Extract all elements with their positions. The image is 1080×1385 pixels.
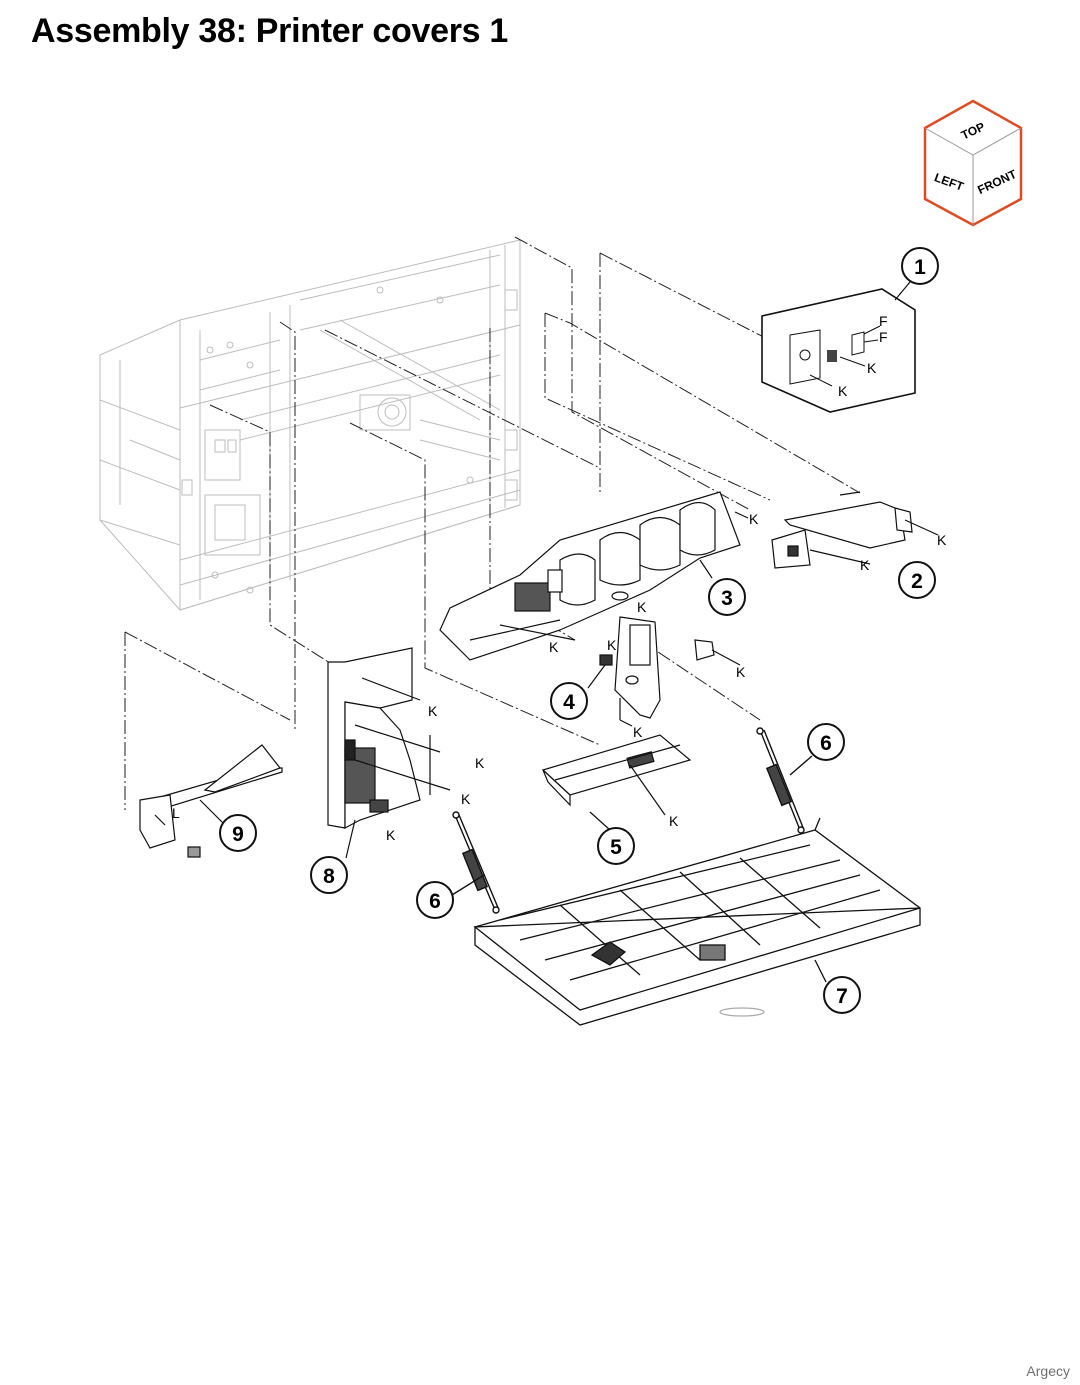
svg-text:7: 7 xyxy=(836,985,848,1008)
fastener-label-k: K xyxy=(736,664,746,680)
part-7-front-door xyxy=(473,817,921,1026)
fastener-label-k: K xyxy=(461,791,471,807)
fastener-label-k: K xyxy=(607,637,617,653)
svg-text:4: 4 xyxy=(563,691,575,714)
callout-1: 1 xyxy=(894,247,939,301)
callout-7: 7 xyxy=(823,976,861,1014)
fastener-label-f: F xyxy=(879,313,888,329)
fastener-labels: F F K K K K K K K K K K K K K K K L xyxy=(172,313,947,843)
fastener-label-k: K xyxy=(860,557,870,573)
part-4-latch-cover xyxy=(587,616,741,727)
part-9-hinge-cover xyxy=(139,744,283,858)
fastener-label-k: K xyxy=(637,599,647,615)
part-6-strut-left xyxy=(451,811,500,914)
part-3-toner-cover xyxy=(439,491,749,661)
fastener-label-k: K xyxy=(475,755,485,771)
orientation-cube: TOP LEFT FRONT xyxy=(923,99,1023,227)
fastener-label-k: K xyxy=(633,724,643,740)
part-1-sensor-bracket xyxy=(761,288,916,413)
fastener-label-f: F xyxy=(879,329,888,345)
callout-2: 2 xyxy=(898,561,936,599)
svg-text:5: 5 xyxy=(610,836,622,859)
callout-3: 3 xyxy=(708,578,746,616)
fastener-label-k: K xyxy=(749,511,759,527)
svg-text:1: 1 xyxy=(914,256,926,279)
svg-text:8: 8 xyxy=(323,865,335,888)
fastener-label-k: K xyxy=(428,703,438,719)
printer-frame-ghost xyxy=(99,239,521,611)
callout-9: 9 xyxy=(219,814,257,852)
leader-lines xyxy=(124,236,861,810)
part-8-side-cover xyxy=(327,647,451,859)
svg-text:6: 6 xyxy=(429,890,441,913)
callout-6-right: 6 xyxy=(807,723,845,761)
callout-4: 4 xyxy=(550,682,588,720)
page-title: Assembly 38: Printer covers 1 xyxy=(31,12,508,50)
svg-text:6: 6 xyxy=(820,732,832,755)
part-2-cover-bracket xyxy=(771,491,939,569)
svg-text:2: 2 xyxy=(911,570,923,593)
fastener-label-k: K xyxy=(867,360,877,376)
svg-text:9: 9 xyxy=(232,823,244,846)
part-6-strut-right xyxy=(756,727,813,834)
fastener-label-k: K xyxy=(549,639,559,655)
callout-6-left: 6 xyxy=(416,881,454,919)
callout-8: 8 xyxy=(310,856,348,894)
fastener-label-k: K xyxy=(838,383,848,399)
fastener-label-k: K xyxy=(937,532,947,548)
svg-text:3: 3 xyxy=(721,587,733,610)
fastener-label-k: K xyxy=(386,827,396,843)
fastener-label-l: L xyxy=(172,805,180,821)
part-5-guide-cover xyxy=(541,734,692,831)
fastener-label-k: K xyxy=(669,813,679,829)
watermark: Argecy xyxy=(1026,1363,1070,1379)
callout-5: 5 xyxy=(597,827,635,865)
